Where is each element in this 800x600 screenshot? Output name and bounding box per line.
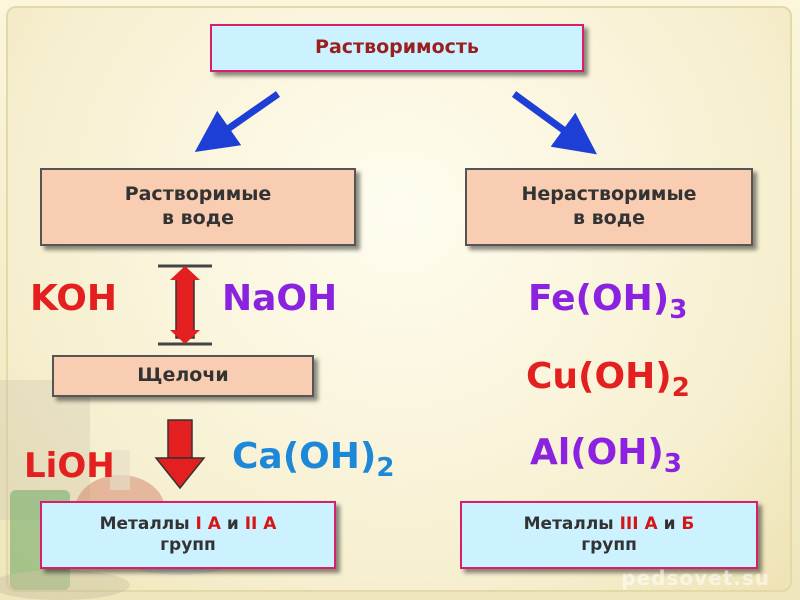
insoluble-box: Нерастворимые в воде [465,168,753,246]
alkali-box-text: Щелочи [137,364,229,387]
formula-feoh3-base: Fe(OH) [528,278,670,319]
metals-right-suffix: групп [581,535,637,555]
watermark: pedsovet.su [621,566,770,590]
formula-aloh3-base: Al(OH) [530,432,664,473]
formula-aloh3-sub: 3 [663,449,682,479]
formula-naoh: NaOH [222,278,338,319]
metals-right-group1: III А [619,513,658,534]
arrow-down-right-icon [511,91,597,155]
arrow-down-red-icon [154,419,206,490]
metals-right-text: Металлы III А и Б групп [524,514,695,557]
formula-koh: KOH [30,278,118,319]
page-title-text: Растворимость [315,36,479,59]
insoluble-box-text: Нерастворимые в воде [521,183,696,231]
formula-caoh2-base: Ca(OH) [232,436,377,477]
soluble-box-text: Растворимые в воде [125,183,272,231]
page-title: Растворимость [210,24,584,72]
formula-cuoh2-sub: 2 [671,373,690,403]
formula-feoh3: Fe(OH)3 [528,278,687,325]
insoluble-line1: Нерастворимые [521,183,697,206]
metals-left-conj: и [220,513,245,534]
formula-cuoh2: Cu(OH)2 [526,356,690,403]
formula-aloh3: Al(OH)3 [530,432,682,479]
metals-right-group2: Б [681,513,695,534]
formula-cuoh2-base: Cu(OH) [526,356,672,397]
arrow-down-left-icon [194,91,281,153]
alkali-box: Щелочи [52,355,314,397]
metals-right-prefix: Металлы [523,513,620,534]
metals-left-box: Металлы I А и II А групп [40,501,336,569]
double-arrow-vertical-icon [158,264,212,346]
formula-lioh: LiOH [24,446,115,486]
metals-left-text: Металлы I А и II А групп [100,514,277,557]
metals-left-group2: II А [244,513,277,534]
formula-feoh3-sub: 3 [669,295,688,325]
metals-right-conj: и [657,513,682,534]
soluble-line1: Растворимые [124,183,272,206]
soluble-line2: в воде [162,207,234,229]
slide-frame [6,6,792,592]
metals-left-suffix: групп [160,535,216,555]
formula-caoh2-sub: 2 [376,453,395,483]
metals-right-box: Металлы III А и Б групп [460,501,758,569]
metals-left-prefix: Металлы [99,513,196,534]
formula-caoh2: Ca(OH)2 [232,436,394,483]
insoluble-line2: в воде [573,207,645,229]
metals-left-group1: I А [195,513,221,534]
soluble-box: Растворимые в воде [40,168,356,246]
